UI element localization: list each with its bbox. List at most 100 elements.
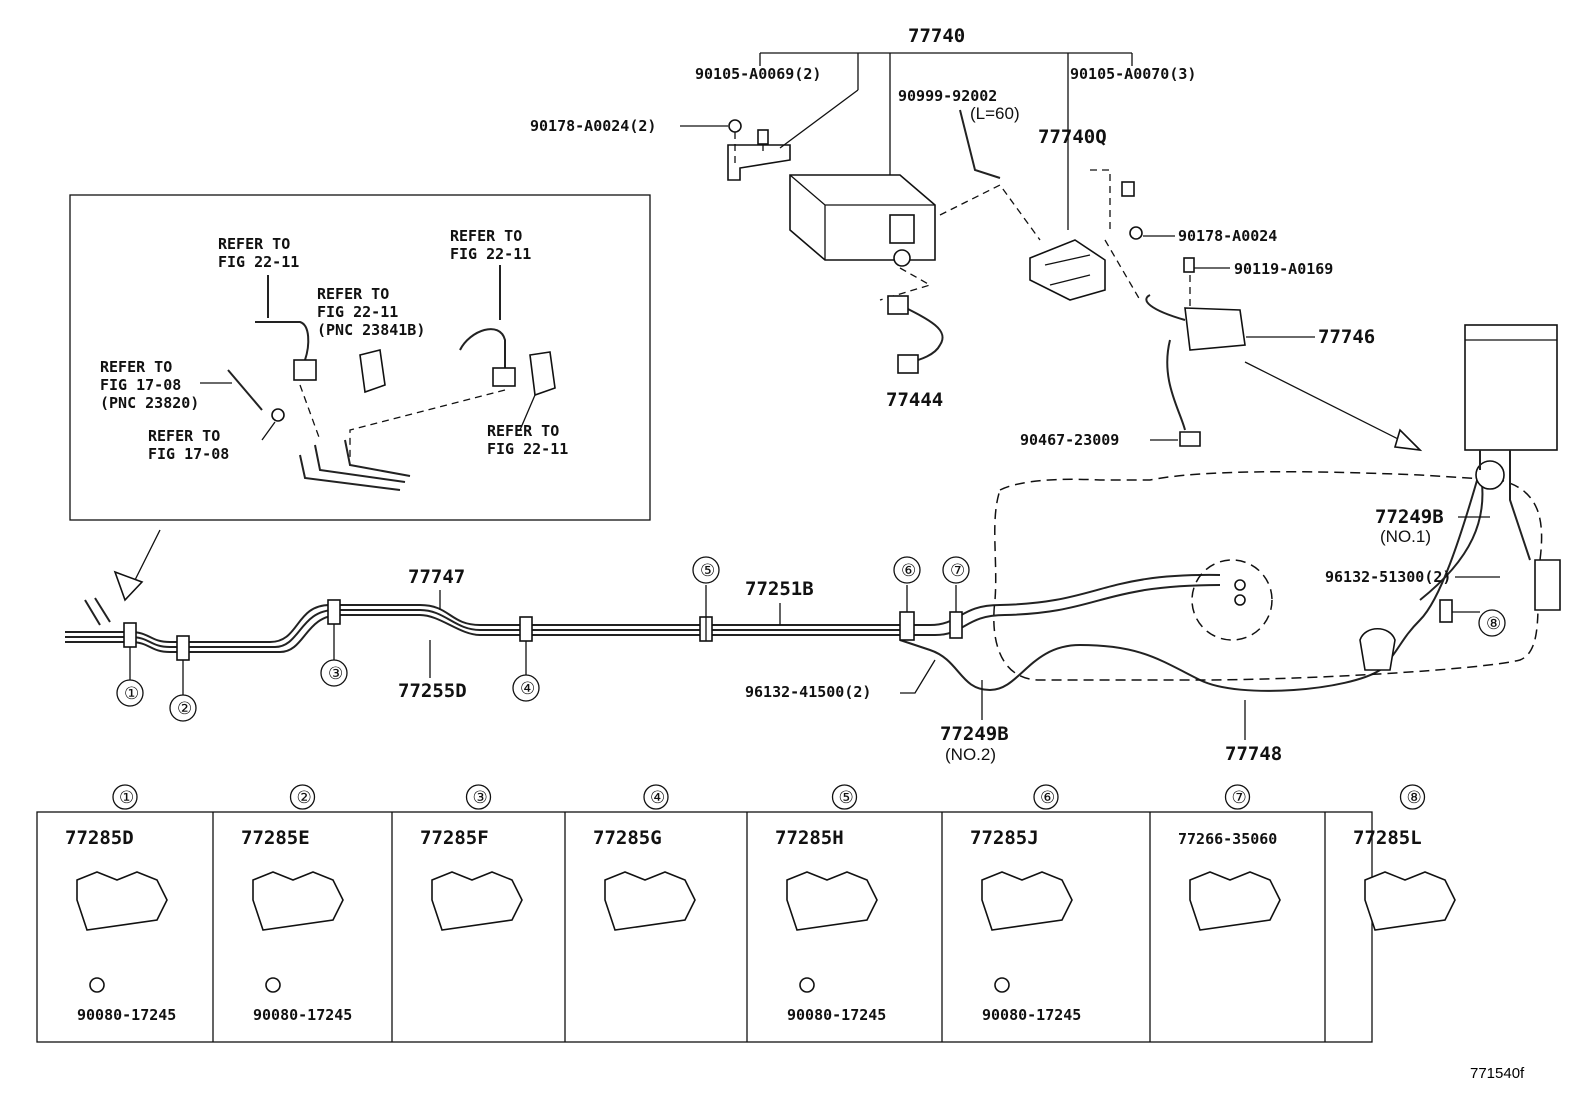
bolt-90080-icon	[994, 977, 1010, 993]
table-marker-circle	[465, 784, 492, 810]
fuel-pump-opening	[1191, 559, 1273, 641]
marker-4: ④	[512, 674, 540, 702]
clamp-1	[123, 622, 137, 648]
inset-pnc-23820: (PNC 23820)	[100, 394, 199, 412]
inset-pnc-23841b: (PNC 23841B)	[317, 321, 425, 339]
inset-fig-5: FIG 17-08	[148, 445, 229, 463]
svg-text:②: ②	[177, 699, 192, 718]
label-90105-A0069: 90105-A0069(2)	[695, 65, 821, 83]
label-90119-A0169: 90119-A0169	[1234, 260, 1333, 278]
marker-2: ②	[169, 694, 197, 722]
bolt-90080-icon	[799, 977, 815, 993]
inset-connector-2	[492, 367, 516, 387]
label-77249B-no2: 77249B	[940, 723, 1009, 745]
label-77251B: 77251B	[745, 578, 814, 600]
pump-port-1	[1234, 579, 1246, 591]
table-marker-1: ①	[119, 788, 134, 807]
label-no1: (NO.1)	[1380, 527, 1431, 546]
bolt-icon	[757, 129, 769, 145]
tank-canister-valve	[1475, 460, 1505, 490]
table-marker-8: ⑧	[1407, 788, 1422, 807]
table-part-1: 77285D	[65, 827, 134, 849]
table-marker-circle	[1224, 784, 1251, 810]
canister-bracket-77740Q	[1029, 239, 1106, 301]
diagram-code: 771540f	[1470, 1065, 1525, 1082]
clamp-drawing-2	[252, 871, 344, 931]
label-96132-51300: 96132-51300(2)	[1325, 568, 1451, 586]
svg-text:⑥: ⑥	[901, 561, 916, 580]
dash-fasteners	[1104, 239, 1191, 310]
fuel-tank-outline	[993, 470, 1543, 681]
inset-leader-6	[519, 394, 536, 431]
clamp-2	[176, 635, 190, 661]
clamp-drawing-6	[981, 871, 1073, 931]
bolt-90119-icon	[1183, 257, 1195, 273]
bolt-90105-A0070-icon	[1121, 181, 1135, 197]
inset-clip-1	[359, 349, 386, 394]
nut-90178-icon	[1129, 226, 1143, 240]
label-90178-A0024: 90178-A0024	[1178, 227, 1277, 245]
label-77748: 77748	[1225, 743, 1282, 765]
inset-hose-2	[459, 265, 506, 368]
dash-bolt-right	[1090, 169, 1111, 230]
tank-canister	[1464, 324, 1558, 451]
label-77747: 77747	[408, 566, 465, 588]
table-marker-circle	[643, 784, 669, 810]
clamp-6	[899, 611, 915, 641]
table-marker-circle	[289, 784, 316, 810]
vsv-valve-77746	[1184, 307, 1246, 351]
svg-text:③: ③	[328, 664, 343, 683]
table-part-2: 77285E	[241, 827, 310, 849]
clamp-drawing-4	[604, 871, 696, 931]
table-marker-4: ④	[650, 788, 665, 807]
pointer-arrow	[1244, 361, 1421, 451]
table-marker-6: ⑥	[1040, 788, 1055, 807]
label-77249B-no1: 77249B	[1375, 506, 1444, 528]
table-marker-5: ⑤	[839, 788, 854, 807]
clamp-leaders	[129, 585, 1480, 695]
tank-module	[1534, 559, 1561, 611]
nut-icon	[728, 119, 742, 133]
label-90105-A0070: 90105-A0070(3)	[1070, 65, 1196, 83]
inset-fig-6: FIG 22-11	[487, 440, 568, 458]
svg-text:⑤: ⑤	[700, 561, 715, 580]
sensor-plug	[897, 354, 919, 374]
filler-neck	[1359, 627, 1396, 671]
table-marker-circle	[831, 784, 858, 810]
label-77255D: 77255D	[398, 680, 467, 702]
arrow-head	[1393, 428, 1423, 452]
canister-edges	[789, 174, 935, 260]
inset-refer-3: REFER TO	[450, 227, 522, 245]
bracket-detail	[1044, 254, 1091, 286]
marker-6: ⑥	[893, 556, 921, 584]
inset-hose-3	[227, 369, 263, 411]
label-90467-23009: 90467-23009	[1020, 431, 1119, 449]
inset-clamp	[271, 408, 285, 422]
sensor-connector	[887, 295, 909, 315]
inset-fig-4: FIG 17-08	[100, 376, 181, 394]
leader-hose	[959, 109, 1001, 179]
svg-text:①: ①	[124, 684, 139, 703]
label-90178-A0024-2: 90178-A0024(2)	[530, 117, 656, 135]
marker-3: ③	[320, 659, 348, 687]
pump-port-2	[1234, 594, 1246, 606]
line-ends	[84, 597, 111, 626]
inset-refer-5: REFER TO	[148, 427, 220, 445]
inset-hose-1	[255, 275, 310, 361]
label-90999-92002: 90999-92002	[898, 87, 997, 105]
dash-bolts	[734, 132, 764, 165]
clamp-4	[519, 616, 533, 642]
clamp-drawing-7	[1189, 871, 1281, 931]
leader-bolt	[779, 89, 859, 149]
table-marker-3: ③	[473, 788, 488, 807]
valve-hose	[1166, 339, 1186, 431]
svg-text:⑧: ⑧	[1486, 614, 1501, 633]
inset-fig-3: FIG 22-11	[450, 245, 531, 263]
inset-refer-4: REFER TO	[100, 358, 172, 376]
inset-clip-2	[529, 351, 556, 397]
clamp-8	[1439, 599, 1453, 623]
inset-refer-2: REFER TO	[317, 285, 389, 303]
table-marker-circle	[112, 784, 138, 810]
bolt-90080-icon	[89, 977, 105, 993]
